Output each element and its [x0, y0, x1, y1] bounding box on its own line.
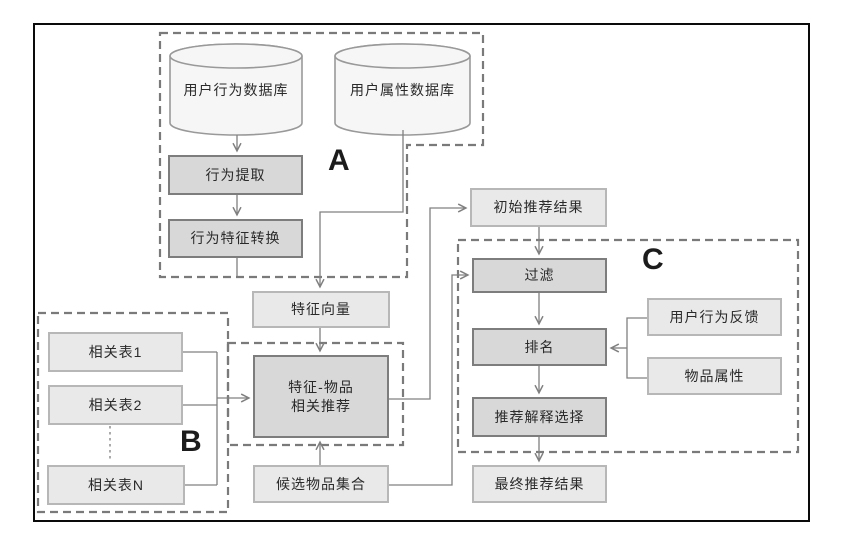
- user-behavior-db-cylinder: [169, 43, 303, 136]
- node-user-feedback: 用户行为反馈: [647, 298, 782, 336]
- node-related-table-1: 相关表1: [48, 332, 183, 372]
- user-attr-db-cylinder: [334, 43, 471, 136]
- node-behavior-extract: 行为提取: [168, 155, 303, 195]
- node-related-table-2: 相关表2: [48, 385, 183, 425]
- node-explanation-select: 推荐解释选择: [472, 397, 607, 437]
- node-behavior-feature-convert: 行为特征转换: [168, 219, 303, 258]
- node-final-results: 最终推荐结果: [472, 465, 607, 503]
- node-feature-vector: 特征向量: [252, 291, 390, 328]
- section-label-a: A: [328, 144, 350, 177]
- node-candidate-items: 候选物品集合: [253, 465, 389, 503]
- section-label-b: B: [180, 425, 202, 458]
- node-ranking: 排名: [472, 328, 607, 366]
- section-label-c: C: [642, 243, 664, 276]
- node-related-table-n: 相关表N: [47, 465, 185, 505]
- dashed-region-a: [158, 31, 485, 279]
- node-item-attrs: 物品属性: [647, 357, 782, 395]
- node-initial-results: 初始推荐结果: [470, 188, 607, 227]
- node-user-attr-db: 用户属性数据库: [350, 82, 455, 98]
- node-feature-item-rec: 特征-物品 相关推荐: [253, 355, 389, 438]
- node-user-behavior-db: 用户行为数据库: [183, 82, 289, 98]
- dashed-region-c: [456, 238, 800, 454]
- connector-lines: [109, 130, 647, 486]
- node-filter: 过滤: [472, 258, 607, 293]
